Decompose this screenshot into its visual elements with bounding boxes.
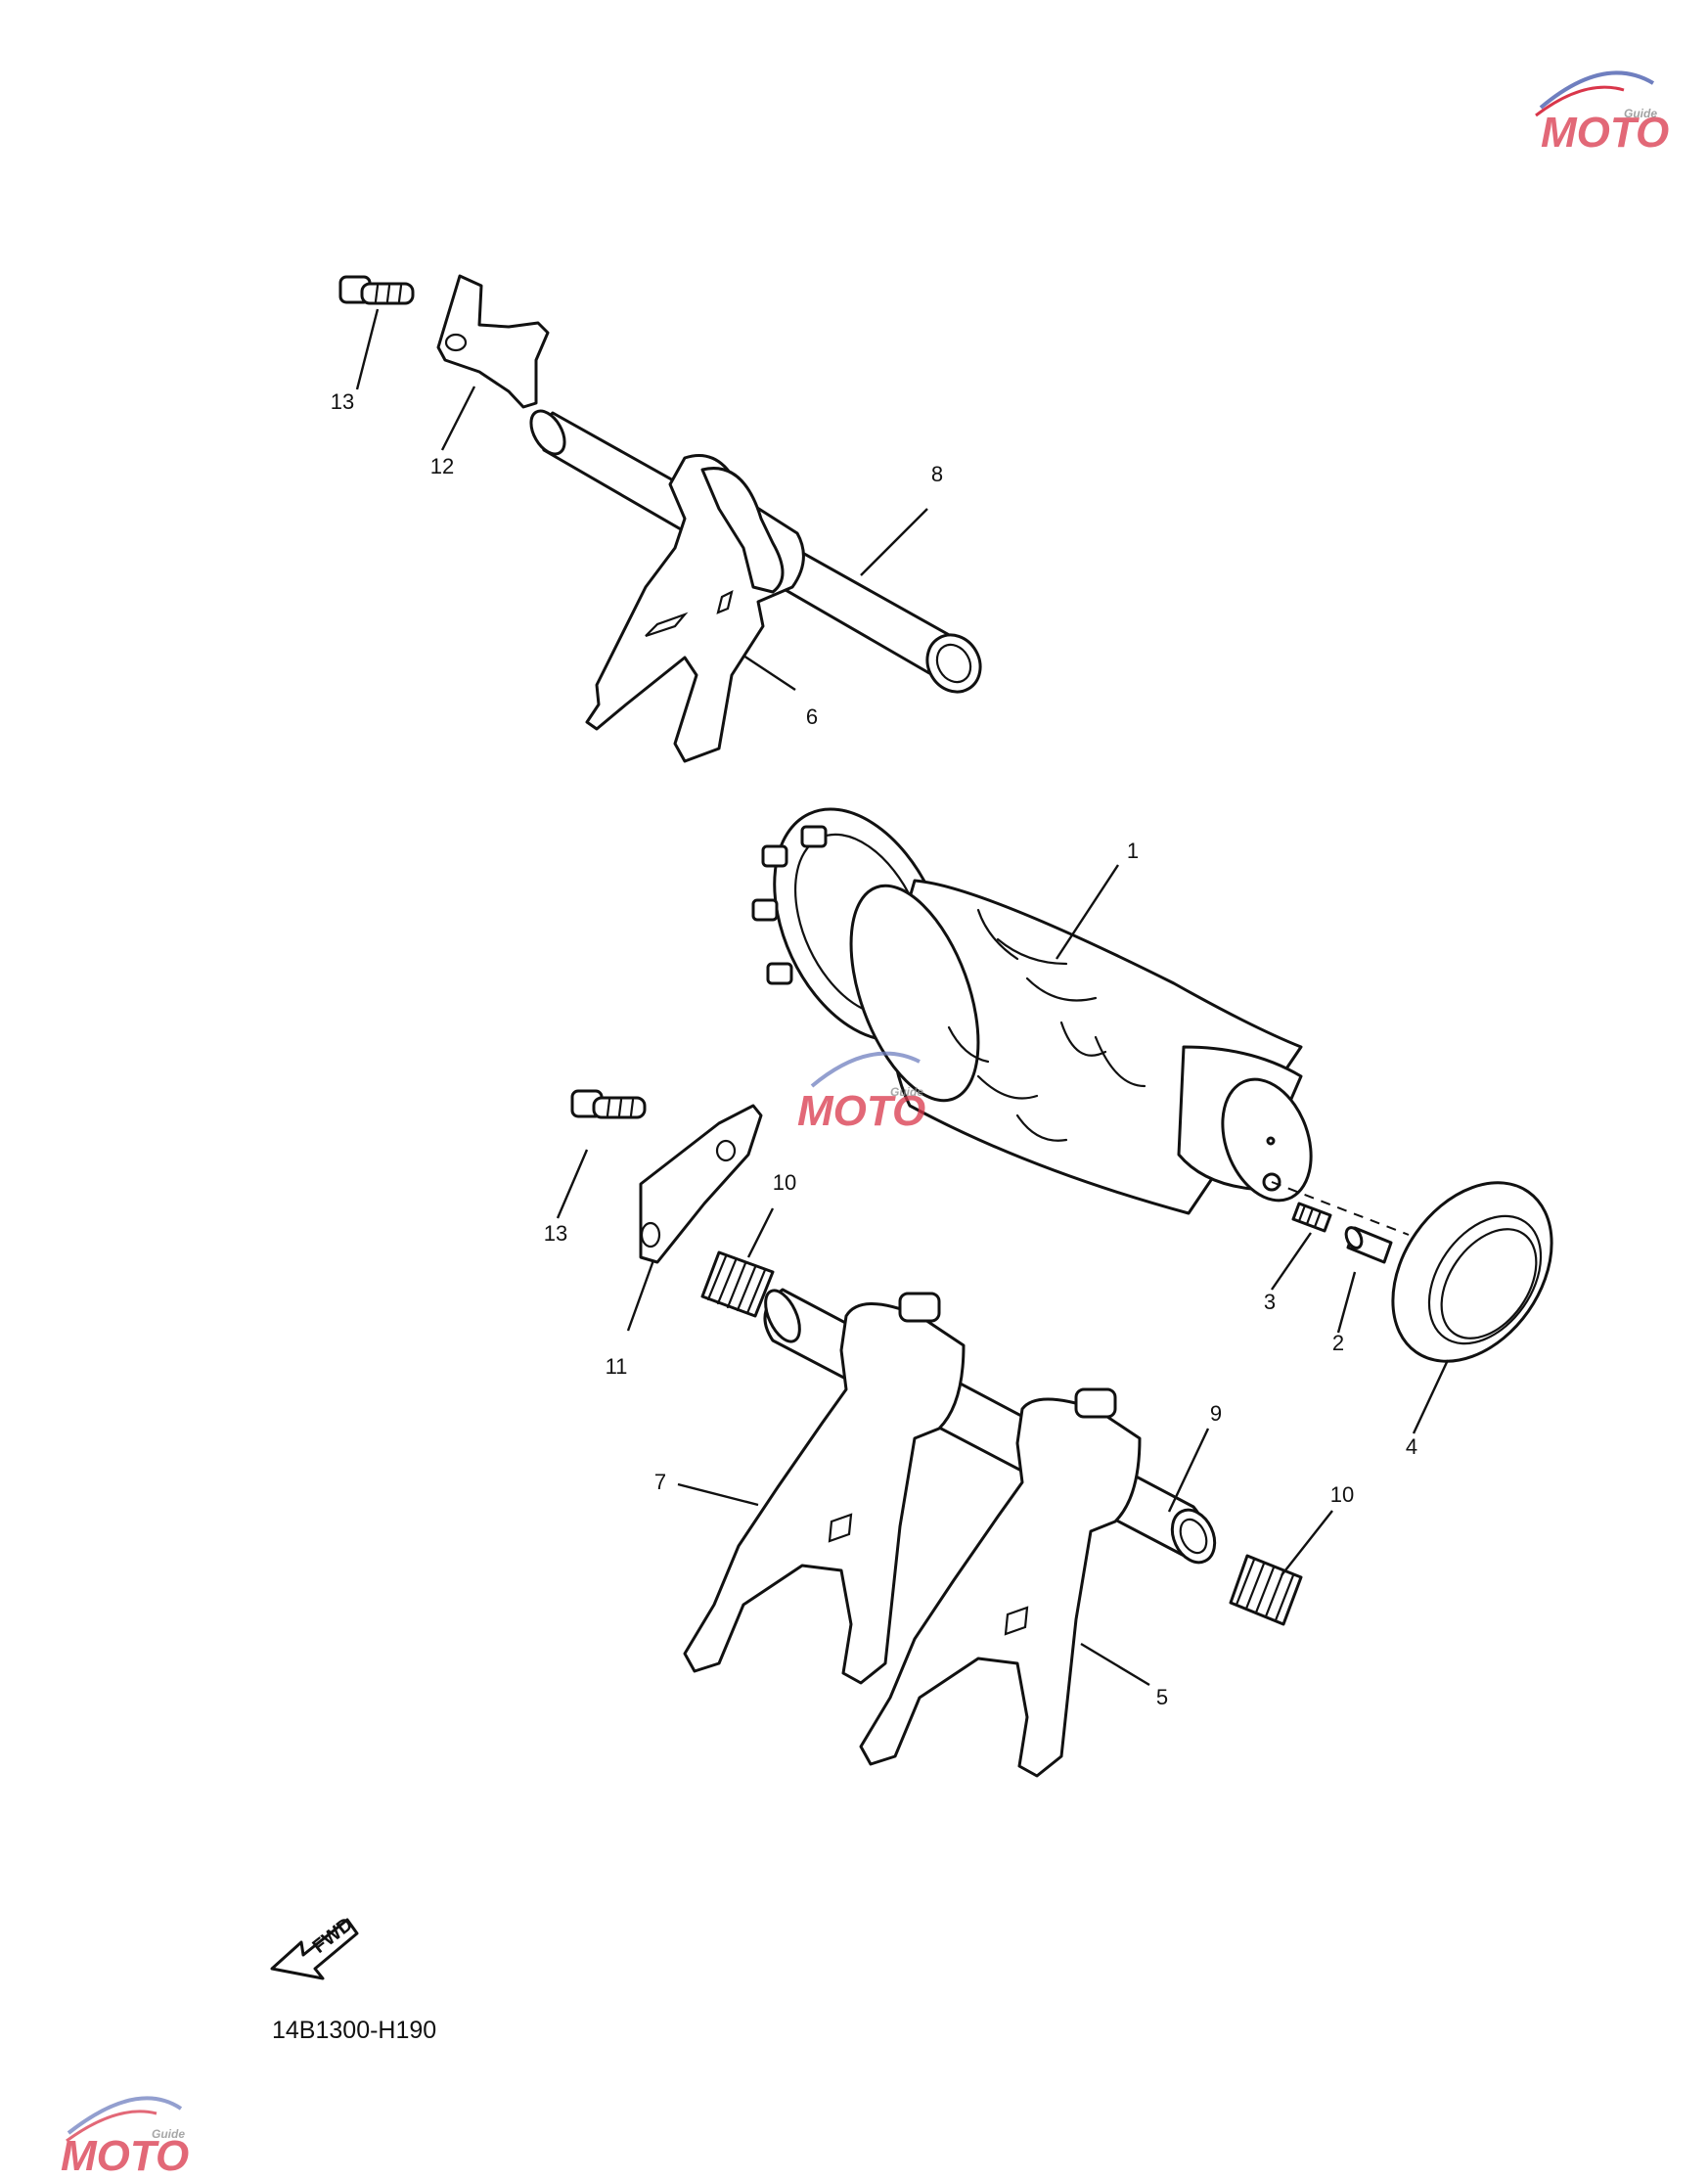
- watermark-subtext-bottom: Guide: [152, 2127, 185, 2141]
- watermark-text-top: MOTO: [1541, 109, 1669, 157]
- part-10-spring-lower: [1229, 1554, 1303, 1626]
- callout-9: 9: [1210, 1401, 1222, 1426]
- drawing-code: 14B1300-H190: [272, 2017, 436, 2044]
- watermark-text-middle: MOTO: [797, 1087, 925, 1135]
- part-7-fork-lower-left: [683, 1292, 966, 1685]
- callout-13-lower: 13: [544, 1221, 567, 1246]
- callout-7: 7: [654, 1470, 666, 1494]
- part-12-plate-upper: [436, 274, 550, 409]
- part-11-plate-lower: [639, 1104, 763, 1264]
- callout-11: 11: [606, 1354, 628, 1379]
- callout-13-upper: 13: [331, 389, 354, 414]
- callout-4: 4: [1406, 1434, 1417, 1459]
- leader-lines: [355, 308, 1450, 1687]
- part-10-spring-upper: [700, 1250, 775, 1318]
- callout-10-lower: 10: [1330, 1482, 1354, 1507]
- part-3-spring: [1291, 1202, 1332, 1233]
- part-6-fork-upper: [585, 454, 805, 763]
- part-1-shift-drum: [751, 807, 1313, 1215]
- callout-6: 6: [806, 704, 818, 729]
- part-4-bearing: [1391, 1181, 1553, 1363]
- fwd-arrow-icon: FWD: [270, 1914, 359, 1980]
- callout-3: 3: [1264, 1290, 1276, 1314]
- drum-pins: [751, 825, 828, 985]
- part-13-bolt-lower: [570, 1089, 647, 1119]
- watermark-logo-middle: MOTO Guide: [797, 1051, 925, 1135]
- callout-8: 8: [931, 462, 943, 486]
- watermark-logo-bottom: MOTO Guide: [61, 2096, 189, 2180]
- callout-2: 2: [1332, 1331, 1344, 1355]
- part-5-fork-lower-right: [859, 1387, 1142, 1778]
- watermark-subtext-top: Guide: [1624, 107, 1657, 120]
- callout-labels: 1 2 3 4 5 6 7 8 9 10 10 11 12 13 13: [331, 389, 1417, 1709]
- watermark-logo-top: MOTO Guide: [1535, 70, 1669, 157]
- callout-10-upper: 10: [773, 1170, 796, 1195]
- callout-1: 1: [1127, 839, 1139, 863]
- watermark-subtext-middle: Guide: [890, 1085, 923, 1099]
- callout-12: 12: [430, 454, 454, 478]
- part-13-bolt-upper: [338, 275, 415, 305]
- callout-5: 5: [1156, 1685, 1168, 1709]
- part-2-pin: [1344, 1226, 1393, 1264]
- watermark-text-bottom: MOTO: [61, 2132, 189, 2180]
